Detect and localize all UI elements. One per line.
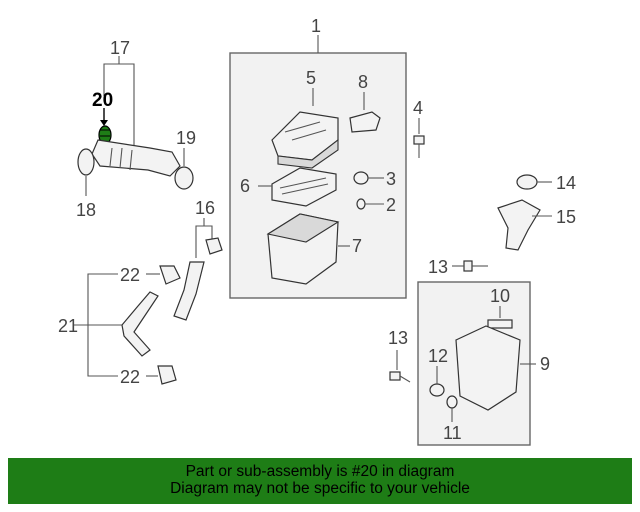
resonator-part: [455, 325, 521, 411]
hose-clamp-part-18: [77, 148, 95, 176]
duct-part: [349, 111, 381, 133]
air-hose-part: [91, 139, 181, 177]
callout-7: 7: [352, 236, 362, 256]
callout-9: 9: [540, 354, 550, 374]
callout-10: 10: [490, 286, 510, 306]
intake-duct-part: [497, 199, 541, 251]
banner-line-2: Diagram may not be specific to your vehi…: [170, 480, 470, 497]
mount-bracket-part: [205, 237, 223, 255]
bolt-part: [413, 135, 425, 158]
clip-part: [487, 319, 513, 329]
bolt-part-13-lower: [389, 371, 411, 383]
callout-6: 6: [240, 176, 250, 196]
callout-16: 16: [195, 198, 215, 218]
callout-17: 17: [110, 38, 130, 58]
clamp-part: [516, 174, 538, 190]
callout-13-lower: 13: [388, 328, 408, 348]
grommet-part-12: [429, 383, 445, 397]
callout-2: 2: [386, 195, 396, 215]
filter-element-part: [271, 167, 337, 207]
callout-15: 15: [556, 207, 576, 227]
air-cleaner-cover-part: [271, 111, 339, 169]
pipe-part: [121, 291, 159, 357]
clamp-part-22-lower: [157, 365, 177, 385]
part-info-banner: Part or sub-assembly is #20 in diagram D…: [8, 458, 632, 504]
insulator-part: [356, 198, 366, 210]
callout-19: 19: [176, 128, 196, 148]
clamp-part-22-upper: [159, 265, 181, 285]
callout-5: 5: [306, 68, 316, 88]
callout-22-upper: 22: [120, 265, 140, 285]
lower-case-part: [266, 213, 340, 285]
callout-1: 1: [311, 16, 321, 36]
grommet-part: [353, 171, 369, 185]
callout-20: 20: [92, 90, 113, 111]
parts-diagram: 1 5 8 6 3 2 7 4 14 15: [58, 16, 576, 446]
callout-22-lower: 22: [120, 367, 140, 387]
callout-14: 14: [556, 173, 576, 193]
insulator-part-11: [446, 395, 458, 409]
callout-21: 21: [58, 316, 78, 336]
callout-8: 8: [358, 72, 368, 92]
callout-11: 11: [443, 423, 462, 443]
callout-18: 18: [76, 200, 96, 220]
callout-4: 4: [413, 98, 423, 118]
callout-12: 12: [428, 346, 448, 366]
callout-13-upper: 13: [428, 257, 448, 277]
bolt-part-13-upper: [463, 260, 488, 272]
banner-line-1: Part or sub-assembly is #20 in diagram: [185, 463, 455, 480]
hose-part: [173, 261, 205, 321]
hose-clamp-part-19: [174, 166, 194, 190]
callout-3: 3: [386, 169, 396, 189]
